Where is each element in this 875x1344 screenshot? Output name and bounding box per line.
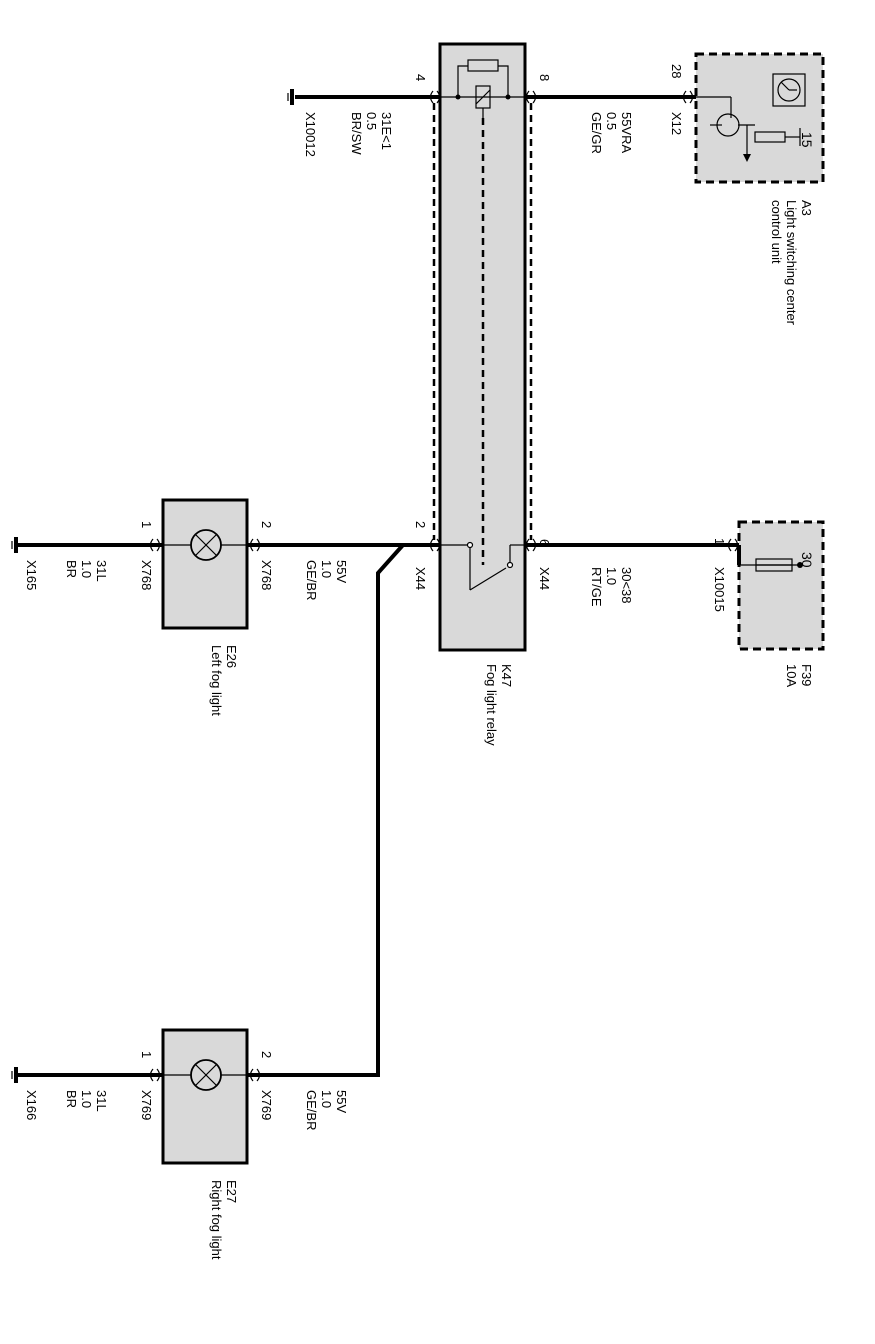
connector-x768-pin1: X768 — [139, 560, 154, 590]
connector-x44-pin2: X44 — [413, 567, 428, 590]
left-fog-light-e26 — [161, 498, 249, 630]
fuse-pin-1: 1 — [712, 538, 727, 545]
fuse-f39 — [737, 520, 825, 651]
connector-x769-pin2: X769 — [259, 1090, 274, 1120]
wire-branch-to-right-fog — [247, 543, 405, 1077]
ground-symbol-x166 — [11, 1067, 18, 1083]
wire-code-55v-left: 55V — [334, 560, 349, 583]
fuse-rating: 10A — [784, 664, 799, 687]
wire-color-ge-br-right: GE/BR — [304, 1090, 319, 1130]
wire-size-left-feed: 1.0 — [319, 560, 334, 578]
connector-x10012: X10012 — [303, 112, 318, 157]
left-fog-pin-1: 1 — [139, 521, 154, 528]
wire-code-31l-right: 31L — [94, 1090, 109, 1112]
light-switching-center-a3 — [694, 52, 825, 184]
wire-color-br-left: BR — [64, 560, 79, 578]
a3-name-line1: Light switching center — [784, 200, 799, 326]
a3-pin-15: 15 — [799, 132, 815, 148]
connector-x44-pin6: X44 — [537, 567, 552, 590]
connector-x768-pin2: X768 — [259, 560, 274, 590]
fog-light-relay-k47 — [432, 42, 533, 652]
wire-size-a3-relay: 0.5 — [604, 112, 619, 130]
wire-color-br-right: BR — [64, 1090, 79, 1108]
a3-name-line2: control unit — [769, 200, 784, 264]
relay-id: K47 — [499, 664, 514, 687]
wire-code-31l-left: 31L — [94, 560, 109, 582]
wire-size-left-ground: 1.0 — [79, 560, 94, 578]
relay-pin-8: 8 — [537, 74, 552, 81]
relay-pin-2: 2 — [413, 521, 428, 528]
left-fog-id: E26 — [224, 645, 239, 668]
relay-pin-4: 4 — [413, 74, 428, 81]
wire-size-right-feed: 1.0 — [319, 1090, 334, 1108]
wire-size-ground-top: 0.5 — [364, 112, 379, 130]
relay-pin-6: 6 — [537, 539, 552, 546]
wire-color-ge-gr: GE/GR — [589, 112, 604, 154]
wire-code-31e: 31E<1 — [379, 112, 394, 150]
fuse-pin-30: 30 — [799, 552, 815, 568]
a3-id: A3 — [799, 200, 814, 216]
wire-color-rt-ge: RT/GE — [589, 567, 604, 607]
connector-x12: X12 — [669, 112, 684, 135]
wire-color-br-sw: BR/SW — [349, 112, 364, 155]
connector-x769-pin1: X769 — [139, 1090, 154, 1120]
wire-size-right-ground: 1.0 — [79, 1090, 94, 1108]
a3-pin-28: 28 — [669, 64, 684, 78]
ground-symbol-x165 — [11, 537, 18, 553]
wire-code-55v-right: 55V — [334, 1090, 349, 1113]
ground-x165: X165 — [24, 560, 39, 590]
relay-name: Fog light relay — [484, 664, 499, 746]
right-fog-name: Right fog light — [209, 1180, 224, 1260]
connector-x10015: X10015 — [712, 567, 727, 612]
fuse-id: F39 — [799, 664, 814, 686]
left-fog-pin-2: 2 — [259, 521, 274, 528]
wire-code-30-38: 30<38 — [619, 567, 634, 604]
wire-size-fuse-relay: 1.0 — [604, 567, 619, 585]
ground-x166: X166 — [24, 1090, 39, 1120]
right-fog-pin-2: 2 — [259, 1051, 274, 1058]
right-fog-light-e27 — [161, 1028, 249, 1165]
wire-color-ge-br-left: GE/BR — [304, 560, 319, 600]
right-fog-pin-1: 1 — [139, 1051, 154, 1058]
left-fog-name: Left fog light — [209, 645, 224, 716]
ground-symbol-top — [287, 89, 294, 105]
right-fog-id: E27 — [224, 1180, 239, 1203]
wire-code-55vra: 55VRA — [619, 112, 634, 154]
